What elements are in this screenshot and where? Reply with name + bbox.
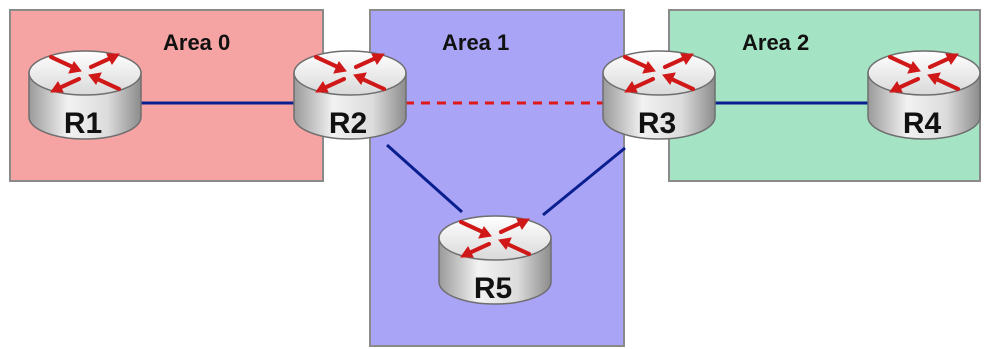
router-r3: R3 <box>601 49 717 141</box>
router-r2: R2 <box>292 49 408 141</box>
link-r2-r5 <box>386 143 463 214</box>
router-r4-label: R4 <box>903 107 942 140</box>
router-r4: R4 <box>866 49 982 141</box>
router-r3-label: R3 <box>638 107 676 140</box>
router-r2-label: R2 <box>329 107 367 140</box>
area-2-label: Area 2 <box>742 30 809 55</box>
link-r3-r5 <box>542 146 626 217</box>
area-1-label: Area 1 <box>442 30 509 55</box>
router-r1-label: R1 <box>64 107 102 140</box>
router-r5: R5 <box>437 214 553 306</box>
router-r5-label: R5 <box>474 272 512 305</box>
router-r1: R1 <box>27 49 143 141</box>
area-0-label: Area 0 <box>163 30 230 55</box>
